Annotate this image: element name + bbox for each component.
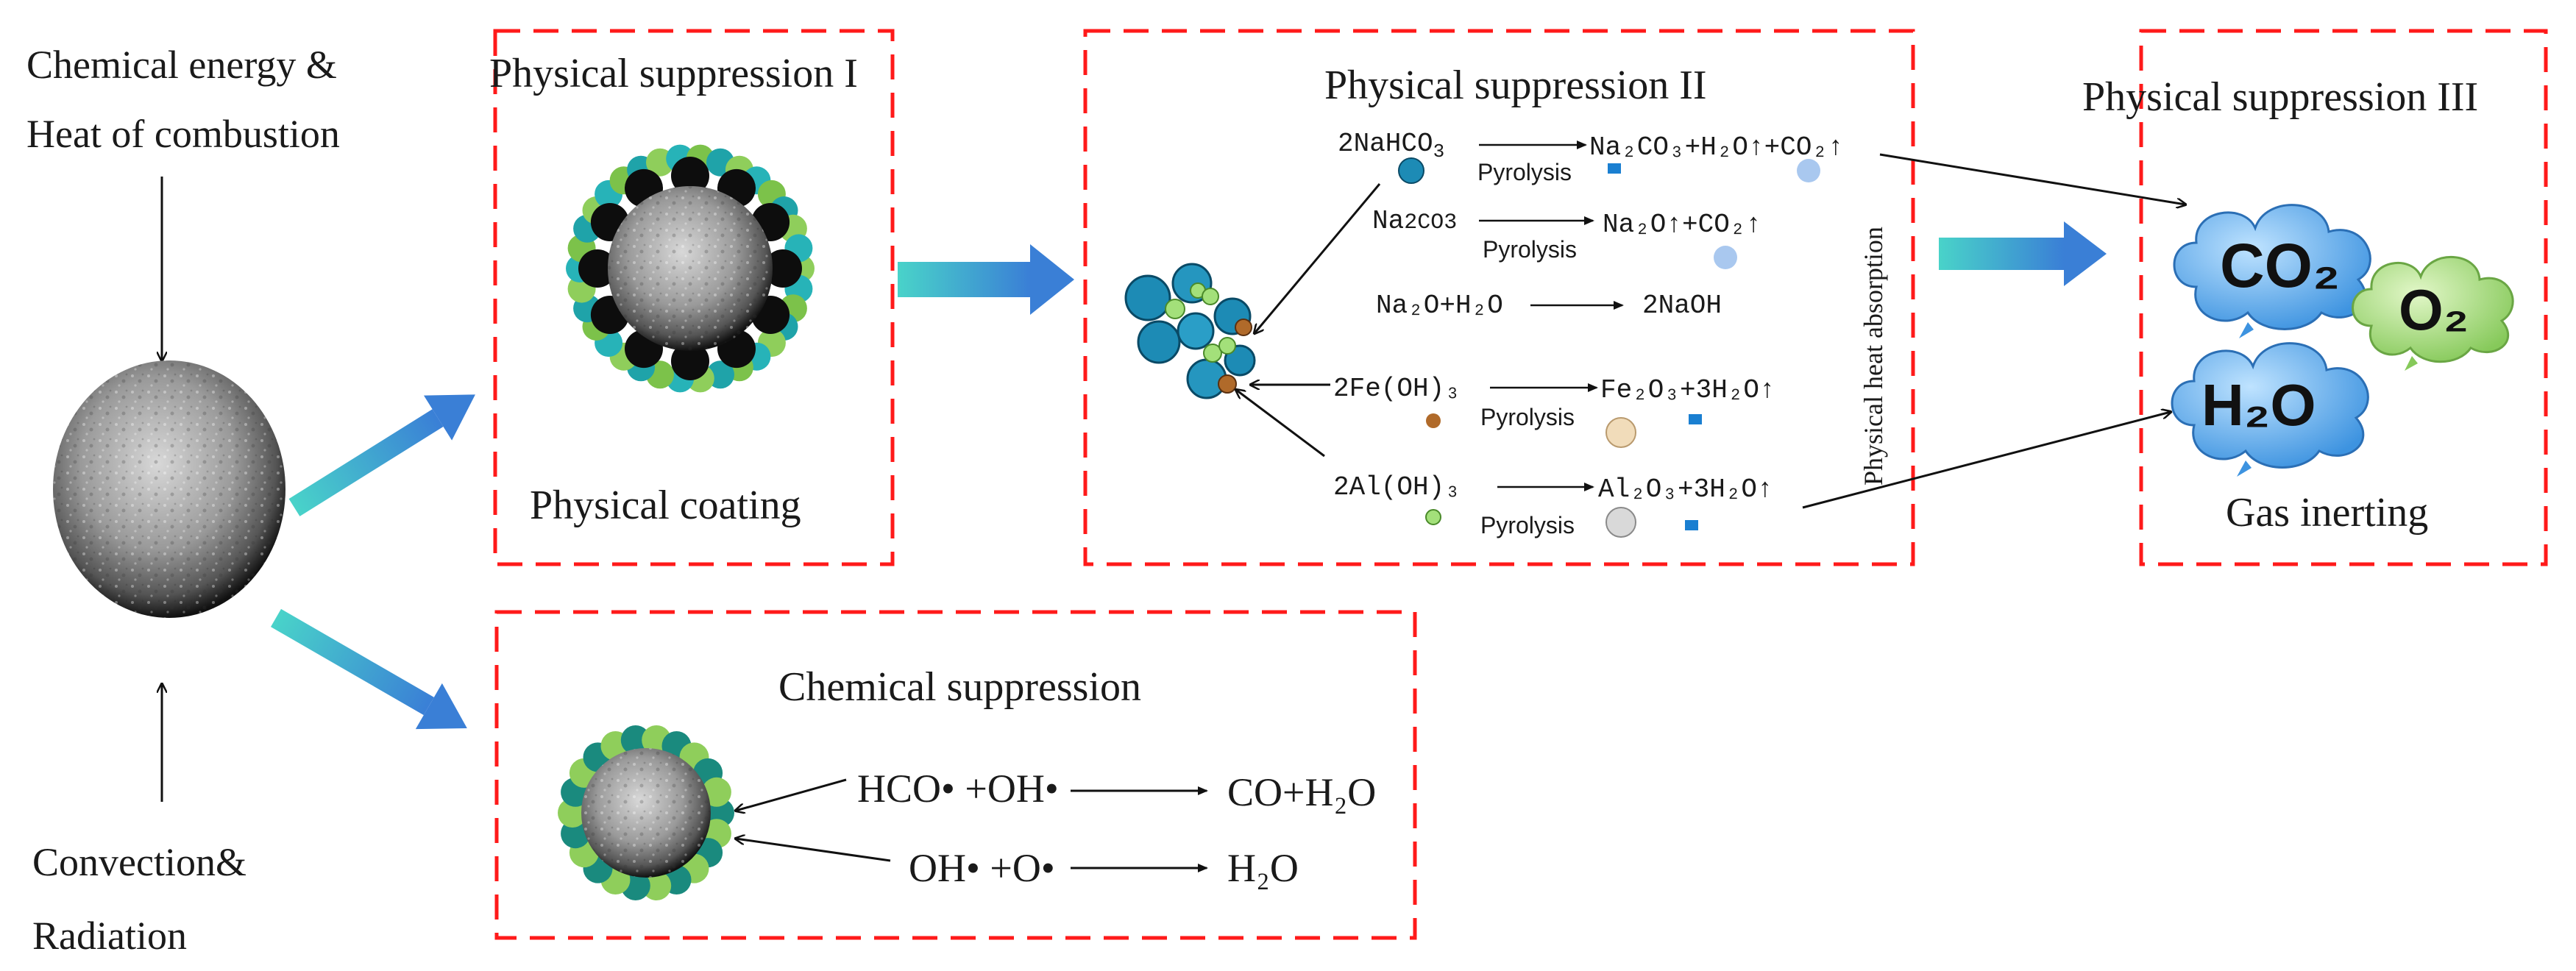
- reaction-5: 2Al(OH)₃ Pyrolysis Al₂O₃+3H₂O↑: [1333, 472, 1773, 538]
- radical-scavenging-particle: [558, 725, 734, 900]
- reaction-3: Na₂O+H₂O 2NaOH: [1376, 291, 1722, 321]
- coating-black-granule: [671, 157, 709, 195]
- coating-black-granule: [578, 249, 617, 288]
- reaction-5-oxide-particle: [1605, 507, 1636, 538]
- input-label-top-line1: Chemical energy &: [26, 43, 337, 87]
- arrow-aloh3-to-cluster: [1236, 390, 1325, 458]
- main-particle-sphere: [53, 360, 285, 618]
- panel3-title: Physical suppression III: [2082, 74, 2478, 120]
- arrow-h2o-to-gases: [1802, 412, 2171, 509]
- coated-particle: [566, 144, 815, 393]
- chem-reaction-2-reactant: OH• +O•: [909, 846, 1055, 890]
- coating-black-granule: [671, 342, 709, 380]
- coating-granules: [566, 144, 815, 393]
- reaction-4-oxide-particle: [1605, 417, 1636, 448]
- arrow-co2-to-gases: [1879, 153, 2185, 204]
- co2-cloud-icon: CO₂: [2173, 204, 2371, 338]
- reaction-2-condition: Pyrolysis: [1483, 236, 1577, 263]
- reaction-4-water-marker: [1689, 414, 1702, 424]
- gas-label-h2o: H₂O: [2201, 372, 2316, 438]
- chem-reaction-1-reactant: HCO• +OH•: [857, 767, 1059, 811]
- scavenger-granule: [620, 725, 650, 755]
- reaction-3-reactant: Na₂O+H₂O: [1376, 291, 1503, 321]
- reaction-3-product: 2NaOH: [1642, 291, 1722, 321]
- chem-reaction-1-product: CO+H₂O: [1227, 770, 1376, 814]
- reaction-2-reactant: Na2CO3: [1372, 206, 1457, 236]
- reaction-1: 2NaHCO3 Pyrolysis Na₂CO₃+H₂O↑+CO₂↑: [1338, 129, 1844, 185]
- chem-reaction-2: OH• +O• H₂O: [909, 846, 1299, 890]
- reaction-2: Na2CO3 Pyrolysis Na₂O↑+CO₂↑: [1372, 206, 1761, 269]
- o2-cloud-icon: O₂: [2352, 256, 2514, 371]
- flow-arrow-panel1-to-panel2: [898, 244, 1074, 315]
- panel3-caption: Gas inerting: [2226, 490, 2428, 536]
- gas-label-o2: O₂: [2399, 277, 2469, 342]
- input-label-bottom-line1: Convection&: [32, 840, 246, 884]
- panel3-frame: [2139, 29, 2548, 566]
- flow-arrow-to-panel1: [288, 394, 475, 516]
- input-label-top-line2: Heat of combustion: [26, 112, 340, 156]
- reaction-5-product: Al₂O₃+3H₂O↑: [1598, 474, 1773, 505]
- reaction-1-reactant: 2NaHCO3: [1338, 129, 1444, 163]
- reaction-4: 2Fe(OH)₃ Pyrolysis Fe₂O₃+3H₂O↑: [1333, 374, 1775, 448]
- h2o-cloud-icon: H₂O: [2171, 342, 2369, 477]
- reaction-4-condition: Pyrolysis: [1480, 404, 1575, 430]
- arrow-radical2-to-particle: [736, 839, 891, 862]
- decomposition-particle-cluster: [1124, 263, 1256, 399]
- reaction-1-co2-bubble: [1797, 159, 1820, 182]
- arrow-radical1-to-particle: [736, 778, 847, 811]
- reaction-1-water-marker: [1608, 163, 1621, 174]
- gas-label-co2: CO₂: [2220, 231, 2340, 300]
- reaction-1-particle: [1398, 157, 1424, 184]
- panel2-side-label: Physical heat absorption: [1859, 227, 1888, 486]
- chem-reaction-1: HCO• +OH• CO+H₂O: [857, 767, 1376, 814]
- reaction-2-co2-bubble: [1714, 246, 1737, 269]
- reaction-2-product: Na₂O↑+CO₂↑: [1603, 210, 1761, 240]
- reaction-5-particle: [1425, 509, 1441, 525]
- scavenger-granule: [642, 871, 672, 900]
- reaction-4-particle: [1426, 413, 1441, 428]
- reaction-1-condition: Pyrolysis: [1477, 159, 1572, 185]
- reaction-5-condition: Pyrolysis: [1480, 512, 1575, 538]
- panel4-frame: [494, 610, 1417, 940]
- flow-arrow-to-panel4: [271, 608, 467, 730]
- reaction-5-reactant: 2Al(OH)₃: [1333, 472, 1461, 502]
- chem-reaction-2-product: H₂O: [1227, 846, 1299, 890]
- flow-arrow-panel2-to-panel3: [1939, 221, 2107, 286]
- arrow-nahco3-to-cluster: [1255, 183, 1381, 333]
- panel1-caption: Physical coating: [530, 483, 801, 528]
- reaction-1-product: Na₂CO₃+H₂O↑+CO₂↑: [1589, 132, 1844, 163]
- input-label-bottom-line2: Radiation: [32, 914, 187, 958]
- panel1-title: Physical suppression I: [489, 51, 858, 96]
- coating-black-granule: [764, 249, 802, 288]
- reaction-4-reactant: 2Fe(OH)₃: [1333, 374, 1461, 404]
- panel2-frame: [1083, 29, 1915, 566]
- panel4-title: Chemical suppression: [778, 664, 1141, 710]
- panel2-title: Physical suppression II: [1324, 63, 1707, 108]
- reaction-4-product: Fe₂O₃+3H₂O↑: [1600, 375, 1775, 405]
- panel1-frame: [493, 29, 895, 566]
- reaction-5-water-marker: [1685, 520, 1698, 530]
